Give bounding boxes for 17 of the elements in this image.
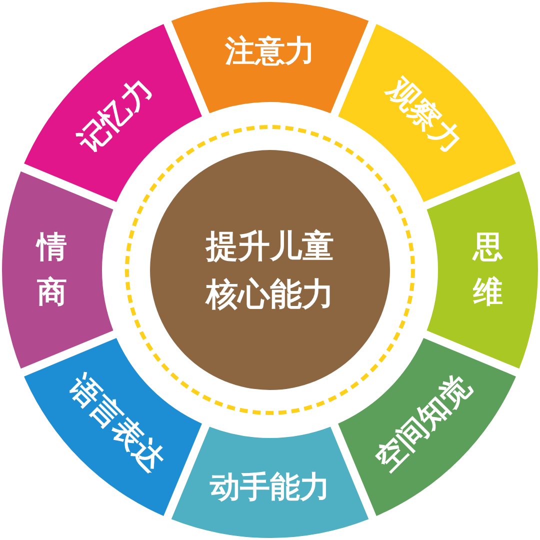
ring-segment — [171, 2, 369, 114]
segment-label: 空间知觉 — [370, 370, 479, 479]
ring-segment — [338, 24, 516, 202]
segment-label: 情商 — [37, 229, 67, 312]
ring-segment — [24, 338, 202, 516]
segment-label: 动手能力 — [210, 470, 330, 506]
segment-label: 语言表达 — [61, 370, 170, 479]
center-label: 提升儿童核心能力 — [204, 226, 335, 315]
segment-label: 思维 — [473, 229, 503, 312]
ring-segment — [24, 24, 202, 202]
ring-segment — [338, 338, 516, 516]
ring-segment — [426, 171, 538, 369]
segment-label: 观察力 — [380, 72, 468, 160]
segment-label: 记忆力 — [72, 72, 160, 160]
ring-segment — [171, 426, 369, 538]
segment-label: 注意力 — [225, 34, 315, 70]
ring-segment — [2, 171, 114, 369]
